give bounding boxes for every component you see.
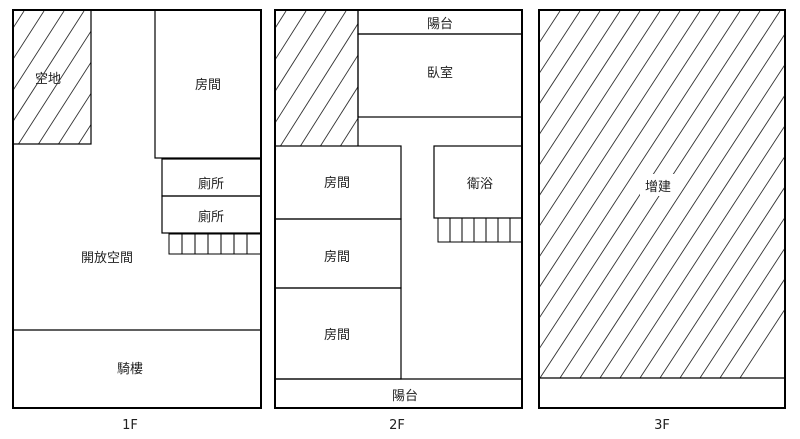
plan-2f: 陽台 臥室 房間 衛浴 房間 房間 陽台 2F (274, 9, 523, 433)
label-1f-vacant-lot: 空地 (35, 72, 61, 87)
hatch-3f-extension (540, 11, 784, 378)
staircase-1f (168, 233, 262, 255)
hatch-2f-void (276, 11, 358, 146)
staircase-2f (437, 217, 523, 243)
floor-label-1f: 1F (122, 418, 138, 433)
floor-label-3f: 3F (654, 418, 670, 433)
outer-wall-1f (12, 9, 262, 409)
plan-1f: 空地 房間 廁所 廁所 開放空間 騎樓 1F (12, 9, 262, 433)
outer-wall-3f (538, 9, 786, 409)
label-2f-balcony-bottom: 陽台 (392, 389, 418, 404)
label-1f-bedroom: 房間 (195, 77, 221, 93)
outer-wall-2f (274, 9, 523, 409)
label-1f-toilet-1: 廁所 (198, 176, 224, 192)
room-1f-vacant-lot (12, 9, 92, 145)
room-1f-toilet-2 (161, 195, 262, 234)
label-2f-bathroom: 衛浴 (467, 177, 493, 192)
label-bg-3f (640, 174, 676, 196)
label-1f-toilet-2: 廁所 (198, 209, 224, 225)
label-2f-balcony-top: 陽台 (427, 17, 453, 32)
label-2f-bedroom-3: 房間 (324, 327, 350, 343)
label-3f-extension: 增建 (645, 180, 671, 195)
floor-label-2f: 2F (389, 418, 405, 433)
label-2f-bedroom-2: 房間 (324, 249, 350, 265)
label-2f-bedroom-1: 房間 (324, 175, 350, 191)
hatch-1f-vacant-lot (14, 11, 91, 144)
label-2f-master-bedroom: 臥室 (427, 65, 453, 81)
plan-3f: 增建 3F (538, 9, 786, 433)
room-1f-bedroom (154, 9, 262, 159)
label-1f-arcade: 騎樓 (117, 362, 143, 377)
label-1f-open-space: 開放空間 (81, 251, 133, 266)
